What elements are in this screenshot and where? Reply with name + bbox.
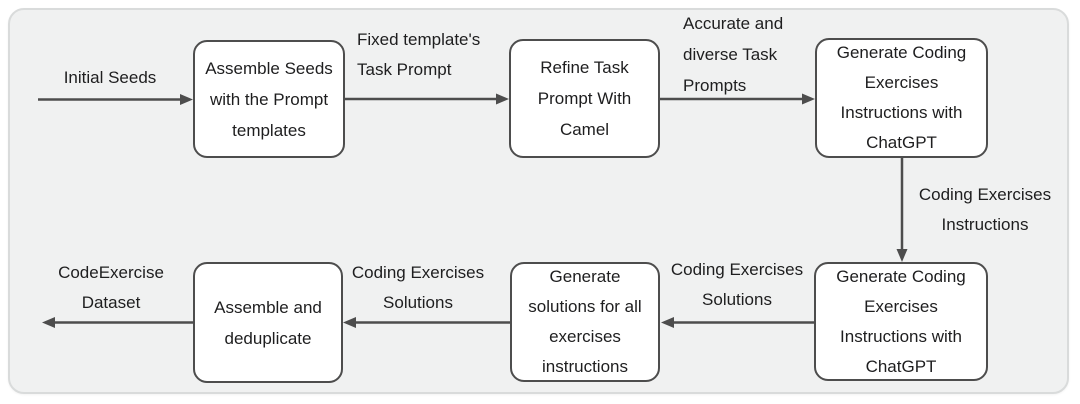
text-line: Dataset xyxy=(81,293,141,312)
text-line: Assemble and xyxy=(214,297,322,317)
text-line: Instructions with xyxy=(840,326,962,346)
text-line: Camel xyxy=(559,120,610,139)
text-line: Coding Exercises xyxy=(918,185,1052,204)
text-line: templates xyxy=(232,120,306,140)
text-line: Generate Coding xyxy=(836,43,967,62)
text-line: Coding Exercises xyxy=(670,260,804,279)
text-line: Initial Seeds xyxy=(63,68,157,87)
text-line: Exercises xyxy=(864,296,938,316)
text-line: Task Prompt xyxy=(357,60,452,79)
node-assemble-seeds: Assemble Seeds with the Prompt templates xyxy=(193,40,345,158)
text-line: solutions for all xyxy=(528,297,642,316)
text-line: Assemble Seeds xyxy=(205,58,333,78)
text-line: ChatGPT xyxy=(865,356,937,376)
text-line: Prompt With xyxy=(537,89,632,108)
text-line: Prompts xyxy=(683,76,747,95)
text-line: ChatGPT xyxy=(866,133,937,152)
text-line: instructions xyxy=(542,357,628,376)
edge-label-initial-seeds: Initial Seeds xyxy=(26,63,194,93)
text-line: deduplicate xyxy=(224,328,312,348)
text-line: Refine Task xyxy=(540,58,629,77)
node-assemble-deduplicate: Assemble and deduplicate xyxy=(193,262,343,383)
text-line: Solutions xyxy=(702,290,772,309)
text-line: Instructions xyxy=(941,215,1029,234)
text-line: with the Prompt xyxy=(209,89,329,109)
text-line: Fixed template's xyxy=(357,30,481,49)
text-line: Instructions with xyxy=(840,103,963,122)
text-line: diverse Task xyxy=(683,45,778,64)
text-line: exercises xyxy=(549,327,621,346)
text-line: Solutions xyxy=(383,293,453,312)
text-line: Accurate and xyxy=(683,14,784,33)
text-line: Exercises xyxy=(864,73,939,92)
text-line: CodeExercise xyxy=(58,263,164,282)
text-line: Generate Coding xyxy=(836,266,966,286)
node-generate-solutions: Generate solutions for all exercises instru… xyxy=(510,262,660,382)
text-line: Generate xyxy=(549,267,621,286)
text-line: Coding Exercises xyxy=(351,263,485,282)
